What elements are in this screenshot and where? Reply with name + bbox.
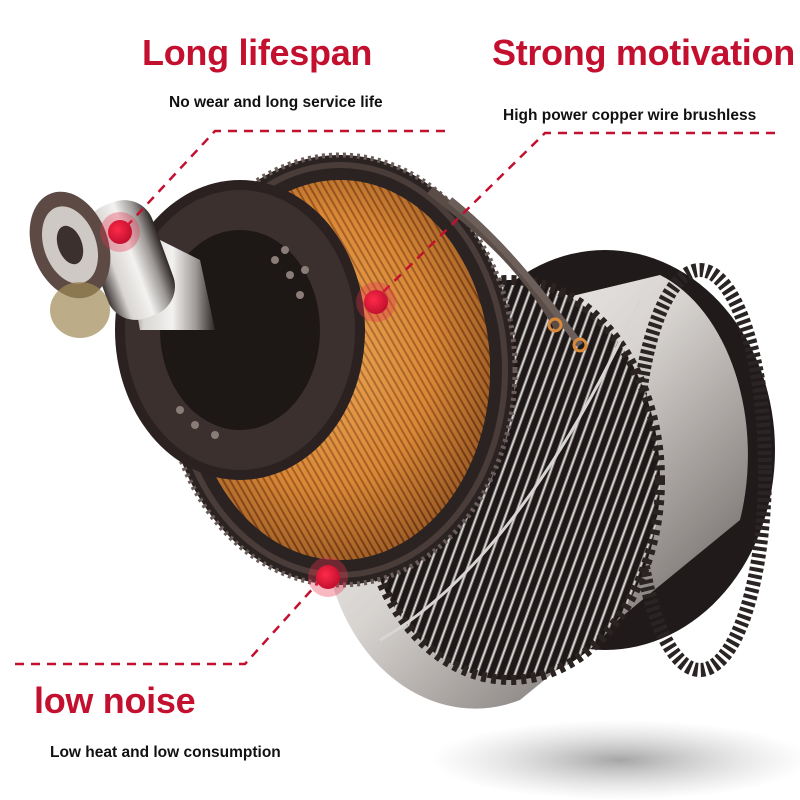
leader-lines [15,129,775,666]
feature-title-strong-motivation: Strong motivation [492,32,795,73]
feature-title-low-noise: low noise [34,680,196,721]
feature-subtitle-low-noise: Low heat and low consumption [50,744,281,761]
hotspot-markers [100,212,396,597]
feature-title-long-lifespan: Long lifespan [142,32,373,73]
feature-subtitle-long-lifespan: No wear and long service life [169,94,383,111]
feature-subtitle-strong-motivation: High power copper wire brushless [503,107,757,124]
shaft-bearing [29,191,215,338]
